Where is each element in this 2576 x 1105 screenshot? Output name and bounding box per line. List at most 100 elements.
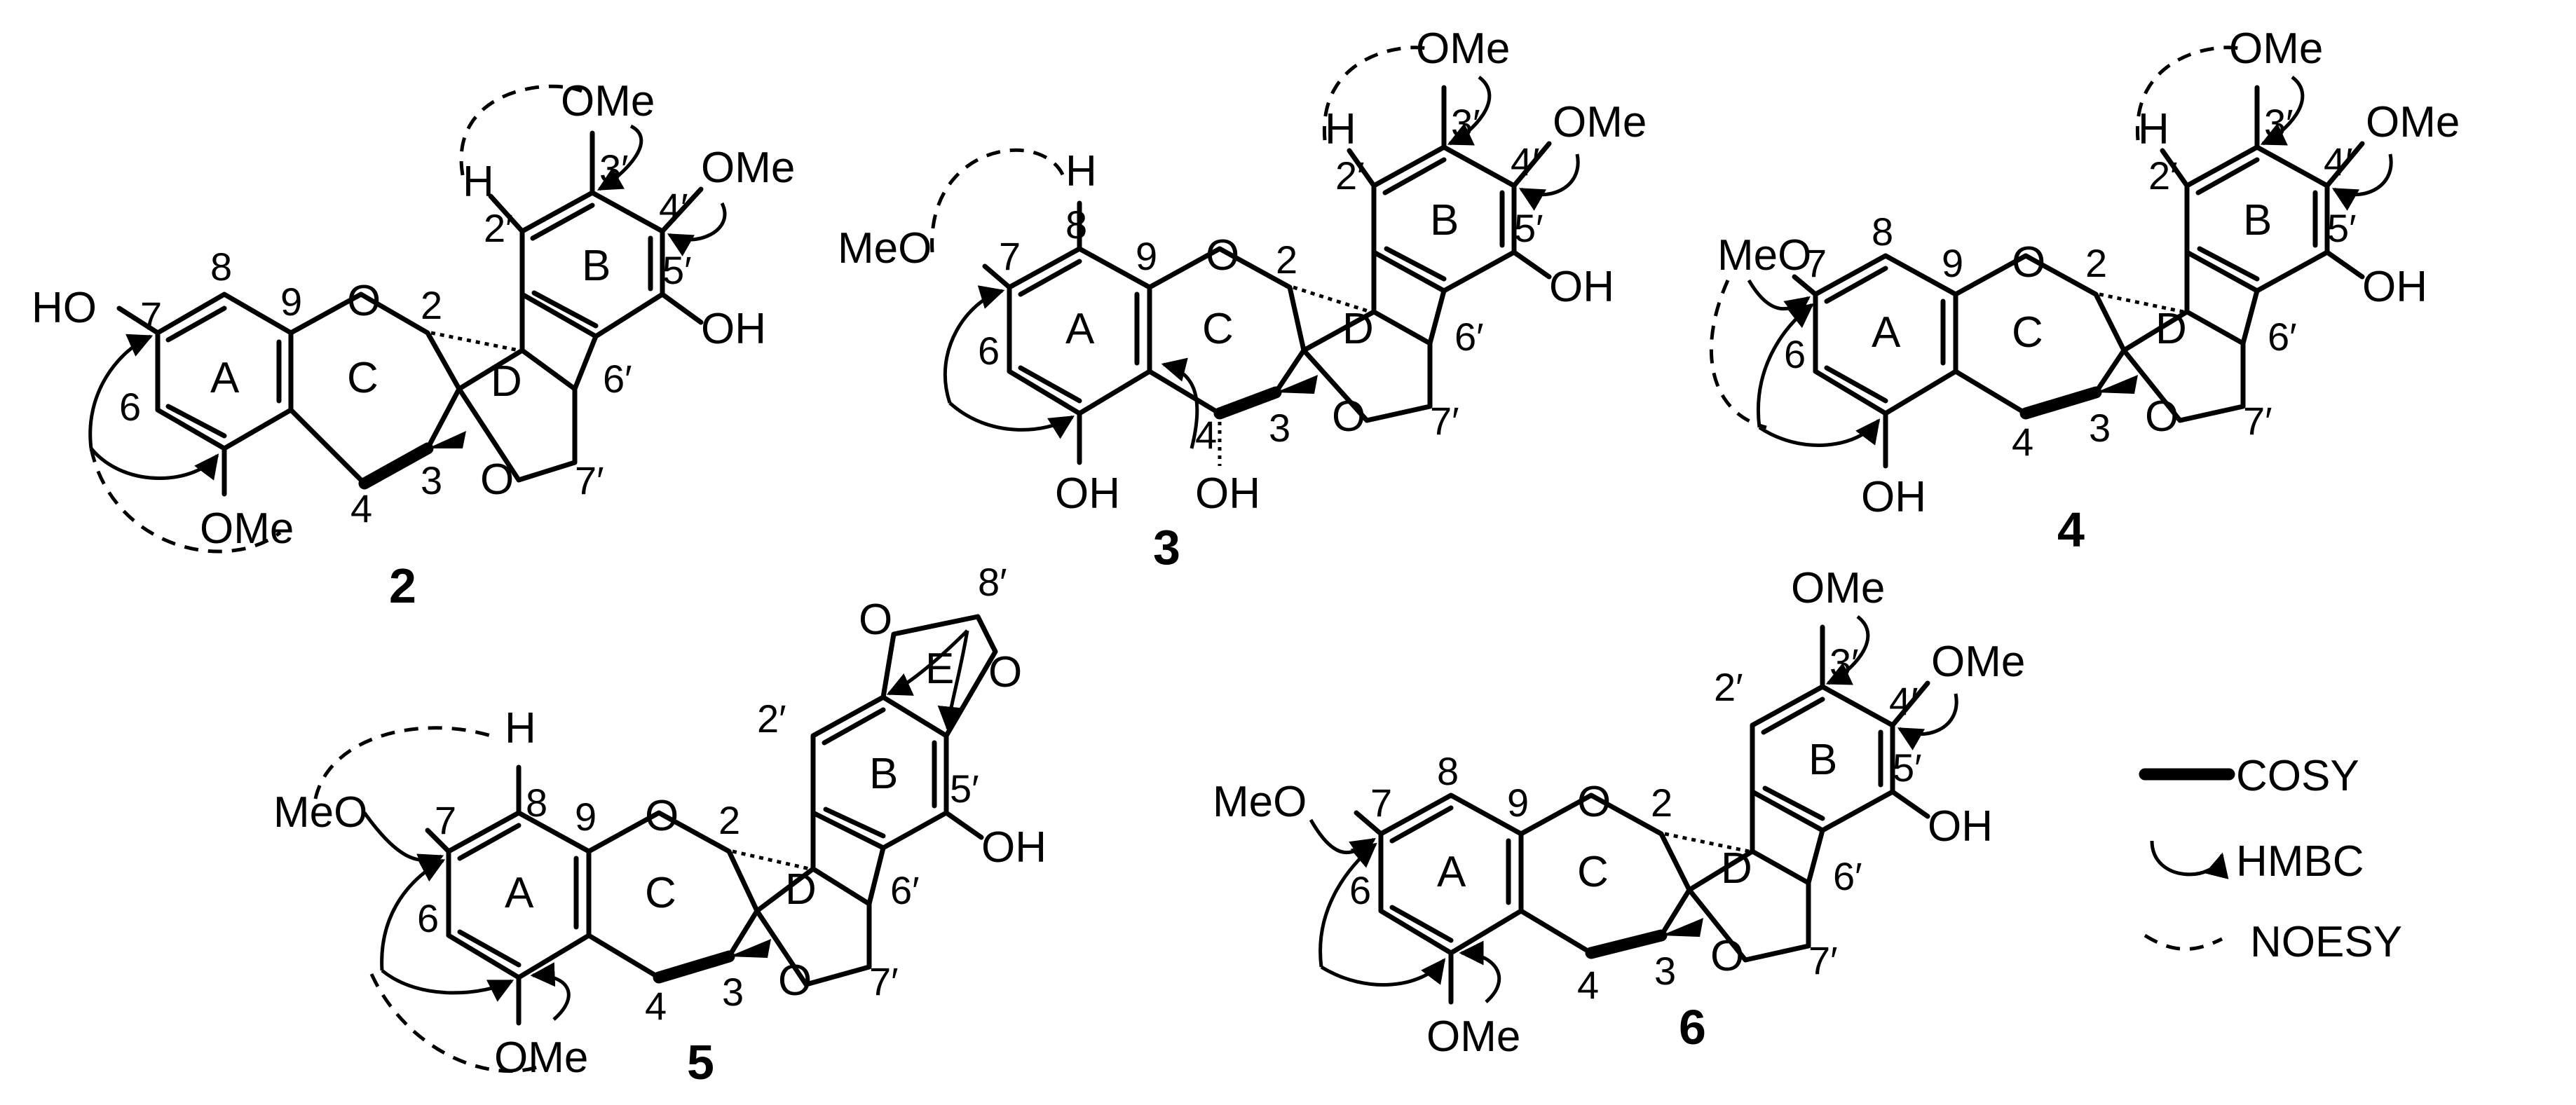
c2-bond-ho — [116, 306, 161, 336]
c3-ring-a-double-2 — [1018, 365, 1082, 404]
c4-cosy — [2019, 386, 2102, 420]
c2-compound-number: 2 — [389, 558, 416, 613]
c4-ring-b-double-3 — [2197, 246, 2260, 282]
c5-ring-a-double-2 — [457, 929, 522, 968]
c5-hash-2 — [732, 849, 810, 871]
c2-label-ome3p: OMe — [561, 77, 655, 125]
c5-hmbc-3 — [381, 969, 514, 1002]
c6-hmbc-2 — [1318, 842, 1377, 968]
c4-label-7: 7 — [1805, 241, 1827, 285]
c3-label-o3: O — [1332, 392, 1365, 441]
c3-compound-number: 3 — [1153, 520, 1180, 575]
c4-label-ome3p: OMe — [2229, 25, 2323, 73]
c6-ring-c-label: C — [1577, 848, 1609, 896]
c6-label-oc: O — [1577, 778, 1611, 826]
c5-noesy-1 — [313, 726, 491, 799]
c2-ring-a-double-2 — [165, 404, 227, 439]
c2-hmbc-4 — [667, 202, 727, 256]
c4-ring-c-label: C — [2012, 308, 2043, 357]
c2-noesy-1 — [459, 84, 582, 176]
c5-cosy — [653, 950, 735, 984]
c4-ring-b-double-1 — [2195, 157, 2260, 195]
c6-cosy — [1585, 929, 1668, 959]
c2-noesy-2 — [89, 448, 282, 554]
c2-hmbc-1 — [88, 334, 154, 449]
c2-hmbc-3 — [597, 124, 643, 191]
c6-hmbc-1 — [1309, 818, 1376, 863]
c6-label-6: 6 — [1349, 868, 1371, 912]
c5-compound-number: 5 — [687, 1035, 714, 1090]
c2-label-2: 2 — [421, 283, 442, 327]
c4-label-3: 3 — [2089, 406, 2111, 450]
c3-ring-b-double-3 — [1384, 246, 1447, 282]
c6-label-4: 4 — [1577, 963, 1599, 1007]
c2-label-o3: O — [480, 455, 514, 504]
c5-wedge-3 — [729, 939, 771, 958]
c4-hmbc-5 — [2331, 153, 2393, 211]
c2-wedge-3 — [428, 431, 466, 448]
c6-ring-d — [1686, 849, 1811, 963]
c5-label-5p: 5′ — [950, 767, 979, 811]
c3-ring-a-label: A — [1065, 305, 1095, 353]
c5-label-8p: 8′ — [978, 560, 1007, 604]
c2-label-oc: O — [347, 277, 381, 325]
c2-label-7p: 7′ — [575, 458, 604, 502]
c6-label-7: 7 — [1370, 781, 1392, 825]
c6-label-6p: 6′ — [1833, 854, 1862, 898]
c4-label-5p: 5′ — [2327, 206, 2357, 250]
c6-hmbc-5 — [1825, 615, 1870, 685]
c5-label-6p: 6′ — [890, 868, 920, 912]
c3-bond-meo — [982, 263, 1012, 290]
c4-label-h: H — [2138, 105, 2169, 153]
c3-label-6p: 6′ — [1454, 315, 1484, 359]
c2-label-6p: 6′ — [603, 357, 632, 401]
c5-hmbc-5 — [886, 629, 969, 696]
c5-noesy-2 — [369, 973, 544, 1073]
c6-label-7p: 7′ — [1808, 938, 1838, 982]
c2-ring-a-double-1 — [165, 306, 227, 343]
c3-label-meo: MeO — [838, 224, 932, 273]
c5-bond-oh5p — [943, 810, 984, 840]
c6-label-ome5: OMe — [1426, 1013, 1520, 1061]
c3-label-3: 3 — [1269, 406, 1290, 450]
c4-label-8: 8 — [1872, 210, 1893, 254]
c6-ring-b-label: B — [1808, 736, 1837, 784]
c4-hmbc-4 — [2260, 76, 2305, 146]
c3-hmbc-4 — [1447, 76, 1492, 146]
c2-ring-a-label: A — [210, 354, 240, 402]
c4-label-2p: 2′ — [2148, 153, 2178, 198]
c2-label-7: 7 — [140, 294, 162, 338]
c3-ring-b-double-1 — [1382, 157, 1447, 195]
legend-noesy-swatch — [2144, 933, 2223, 951]
c2-b-to-d2 — [572, 334, 599, 392]
c2-bond-ome4p — [660, 186, 704, 234]
legend-hmbc-label: HMBC — [2236, 837, 2364, 886]
c4-label-6: 6 — [1784, 332, 1806, 376]
c2-label-h: H — [463, 158, 494, 206]
c5-ring-c-label: C — [645, 869, 676, 917]
compound-4-structure: MeO 7 8 9 6 A C D B O 2 3 4 O 7′ 6′ 5′ 4… — [1709, 25, 2460, 557]
c4-ring-d-label: D — [2155, 305, 2187, 353]
c4-label-oh5: OH — [1861, 473, 1926, 521]
c4-bond-meo — [1792, 274, 1818, 297]
c4-hmbc-3 — [1758, 418, 1881, 447]
c3-label-2p: 2′ — [1335, 153, 1365, 198]
c2-label-4: 4 — [350, 486, 372, 530]
c3-label-7: 7 — [999, 234, 1021, 278]
legend-hmbc-swatch — [2150, 840, 2229, 879]
c3-label-oc: O — [1206, 231, 1239, 280]
c2-label-3: 3 — [421, 458, 442, 502]
c4-label-oc: O — [2012, 238, 2045, 287]
c5-label-3: 3 — [722, 970, 744, 1014]
c2-ring-b-double-3 — [531, 290, 599, 329]
c4-noesy-1 — [1709, 279, 1767, 430]
c3-label-h8: H — [1065, 147, 1097, 195]
c5-label-2p: 2′ — [757, 696, 786, 741]
c5-label-9: 9 — [575, 795, 597, 839]
c2-ring-d — [456, 348, 578, 483]
c3-label-oh4: OH — [1195, 469, 1260, 518]
c5-ring-a-label: A — [505, 869, 534, 917]
c4-ring-d — [2121, 309, 2246, 423]
c2-bond-oh5p — [660, 291, 704, 325]
c6-bond-meo — [1354, 810, 1384, 837]
